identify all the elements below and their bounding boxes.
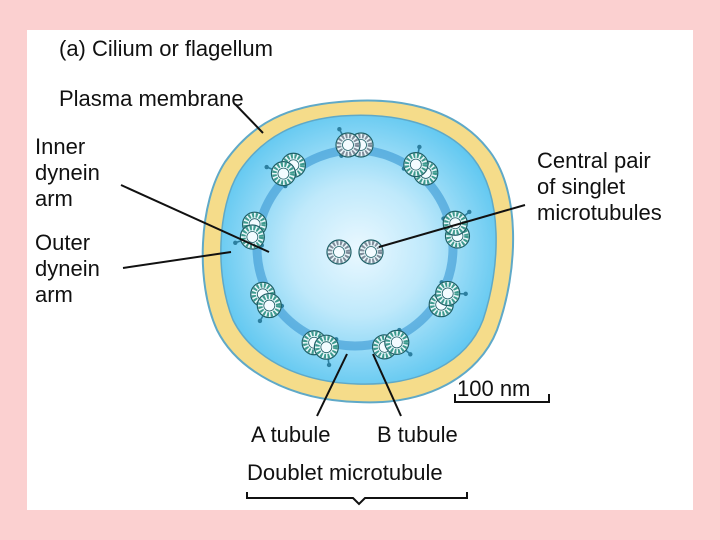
outer-dynein-arm-line: arm xyxy=(35,282,73,307)
a-tubule xyxy=(384,329,410,355)
plasma-membrane-pointer xyxy=(234,103,264,134)
inner-dynein-arm-line: dynein xyxy=(35,160,100,185)
doublet-microtubule xyxy=(335,127,374,158)
b-tubule-label: B tubule xyxy=(377,422,458,447)
a-tubule xyxy=(335,132,361,158)
b-tubule-pointer xyxy=(372,353,402,417)
central-pair-pointer xyxy=(378,204,526,248)
a-tubule xyxy=(403,151,429,178)
a-tubule-label: A tubule xyxy=(251,422,331,447)
central-pair-line: Central pair xyxy=(537,148,651,173)
dynein-head-icon xyxy=(264,164,269,170)
inner-dynein-arm-line: Inner xyxy=(35,134,86,159)
b-tubule xyxy=(280,152,306,178)
central-pair-line: microtubules xyxy=(537,200,662,225)
peripheral-doublets xyxy=(233,127,472,368)
outer-dynein-arm-line: Outer xyxy=(35,230,91,255)
doublet-brace xyxy=(246,492,468,506)
doublet-microtubule xyxy=(250,281,285,324)
central-pair-label: Central pair of singlet microtubules xyxy=(537,148,662,226)
scale-bar-label: 100 nm xyxy=(457,376,531,401)
dynein-head-icon xyxy=(463,291,468,297)
central-singlet xyxy=(326,239,352,265)
a-tubule xyxy=(313,334,339,360)
doublet-microtubule xyxy=(264,152,306,189)
inner-dynein-arm-line: arm xyxy=(35,186,73,211)
outer-dynein-arm-label: Outer dynein arm xyxy=(35,230,100,308)
doublet-microtubule xyxy=(428,280,468,318)
a-tubule xyxy=(270,160,297,187)
outer-dynein-arm-line: dynein xyxy=(35,256,100,281)
dynein-head-icon xyxy=(417,144,422,150)
central-pair xyxy=(326,239,384,265)
axoneme-diagram xyxy=(120,99,550,506)
a-tubule-pointer xyxy=(316,353,348,417)
doublet-microtubule xyxy=(371,327,413,360)
figure-title: (a) Cilium or flagellum xyxy=(59,36,273,61)
dynein-head-icon xyxy=(467,209,472,215)
inner-dynein-arm-label: Inner dynein arm xyxy=(35,134,100,212)
dynein-head-icon xyxy=(337,127,342,132)
doublet-microtubule-label: Doublet microtubule xyxy=(247,460,443,485)
dynein-head-icon xyxy=(408,352,413,357)
a-tubule xyxy=(435,280,461,307)
figure-panel: (a) Cilium or flagellum Plasma membrane … xyxy=(27,30,693,510)
doublet-microtubule xyxy=(233,211,268,250)
dynein-head-icon xyxy=(257,318,263,324)
a-tubule xyxy=(256,292,282,319)
doublet-microtubule xyxy=(301,330,339,368)
central-singlet xyxy=(358,239,384,265)
outer-dynein-pointer xyxy=(122,251,232,269)
plasma-membrane-label: Plasma membrane xyxy=(59,86,244,111)
dynein-head-icon xyxy=(326,362,332,368)
central-pair-line: of singlet xyxy=(537,174,626,199)
a-tubule xyxy=(239,224,265,250)
dynein-head-icon xyxy=(233,240,238,245)
inner-dynein-pointer xyxy=(120,184,270,253)
doublet-microtubule xyxy=(401,144,439,186)
scale-bar xyxy=(454,394,550,403)
